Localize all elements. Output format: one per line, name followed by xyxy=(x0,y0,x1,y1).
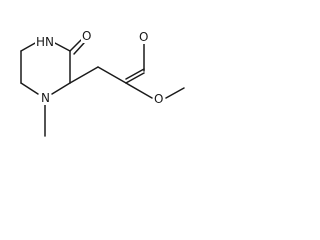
bond-c3-o-ketone-a xyxy=(69,39,82,52)
atom-ester-o: O xyxy=(153,92,165,106)
bond-c2-n1 xyxy=(51,82,71,95)
bond-n4-c3 xyxy=(52,41,71,52)
bond-c3-o-ketone-b xyxy=(73,42,85,55)
atom-ketone-o: O xyxy=(81,29,93,43)
bond-cester-o-b xyxy=(125,68,145,80)
ketone-o-label: O xyxy=(82,29,91,43)
bond-o-ester-methyl xyxy=(165,87,185,99)
ring-n-label: N xyxy=(41,91,50,105)
bond-ch2-cester xyxy=(97,66,127,84)
chemical-structure-diagram: HN N O O O xyxy=(20,29,185,137)
bond-c2-ch2 xyxy=(69,66,99,84)
carbonyl-o-label: O xyxy=(139,30,148,44)
bond-c6-n4 xyxy=(20,41,38,52)
ester-o-label: O xyxy=(154,92,163,106)
atom-amide-nh: HN xyxy=(35,35,55,49)
bond-cester-o-ester xyxy=(125,82,153,99)
bond-n1-c5 xyxy=(20,82,39,95)
amide-nh-label: HN xyxy=(36,35,54,49)
atom-ring-n: N xyxy=(39,91,51,105)
bond-cester-o-a xyxy=(125,72,145,84)
atom-carbonyl-o: O xyxy=(138,30,150,44)
